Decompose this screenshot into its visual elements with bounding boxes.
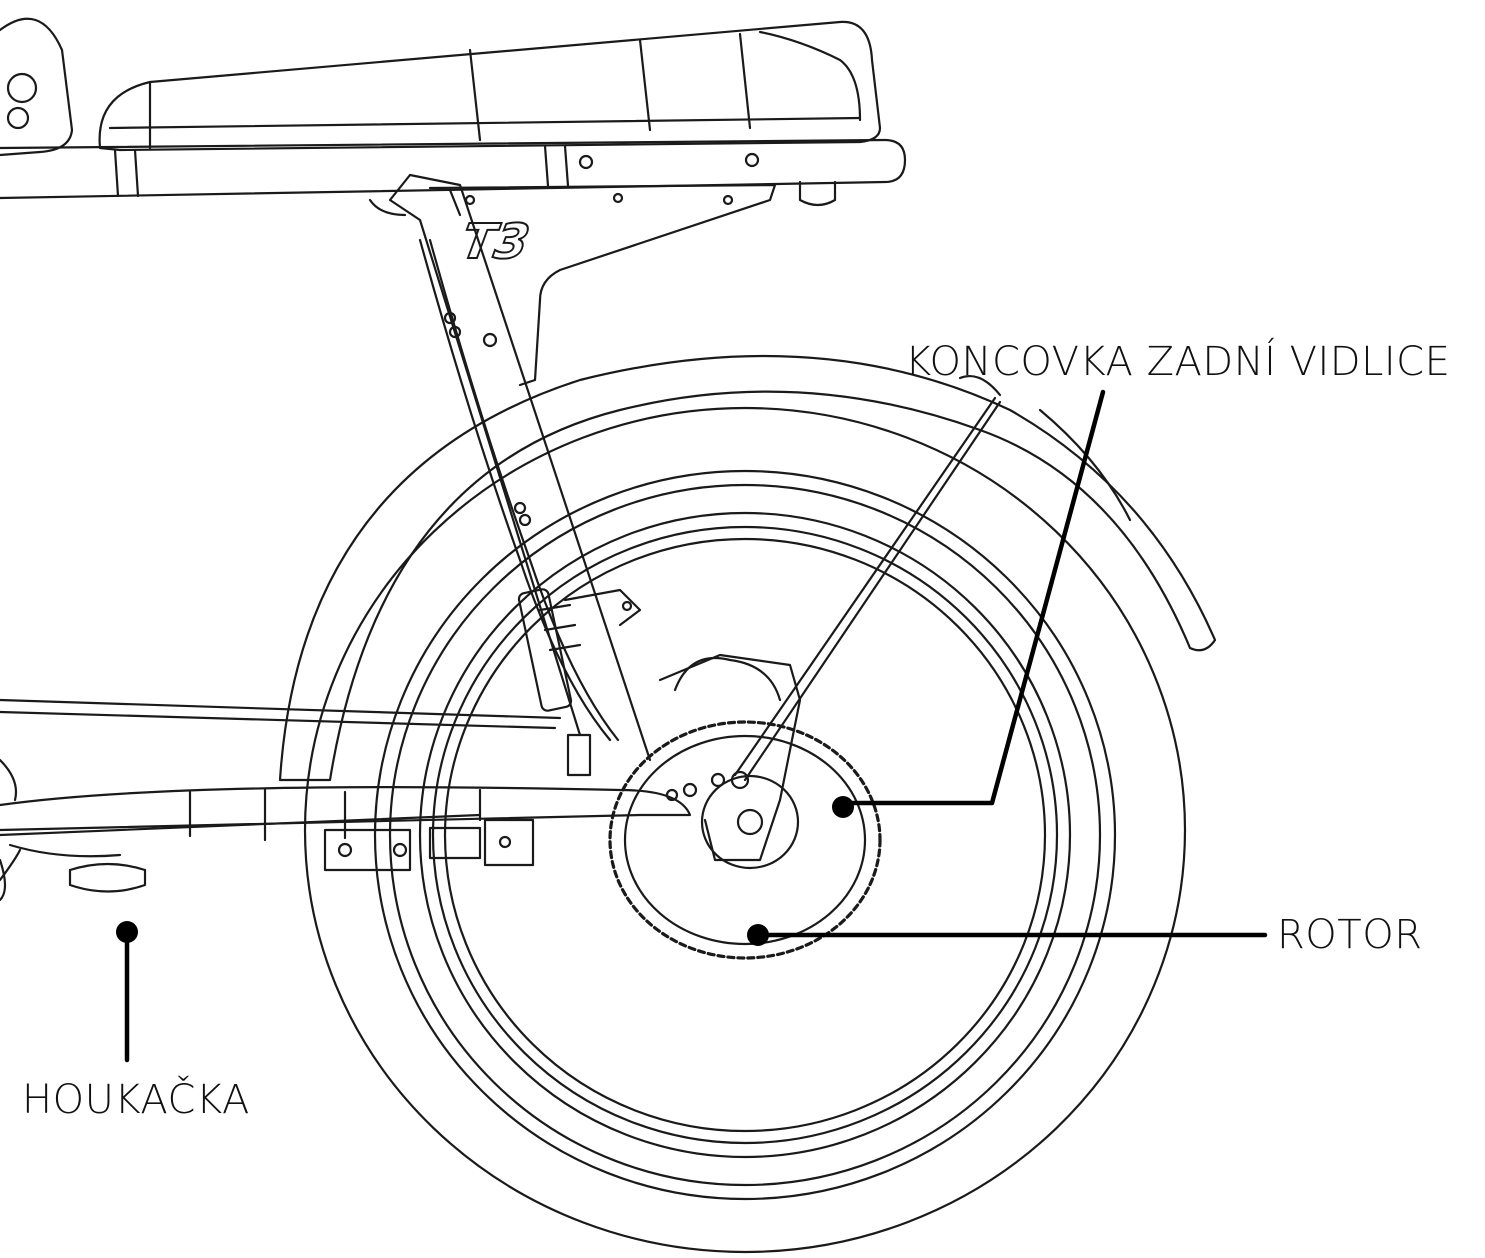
leader-line-rear-fork-end xyxy=(842,389,1106,806)
horn-unit xyxy=(0,843,147,902)
frame-badge: T3 xyxy=(457,214,533,270)
marker-dot-rear-fork-end xyxy=(832,796,854,818)
lower-brackets xyxy=(323,733,592,872)
marker-dot-rotor xyxy=(747,924,769,946)
front-body xyxy=(0,17,74,157)
label-horn: HOUKAČKA xyxy=(22,1077,250,1123)
label-rotor: ROTOR xyxy=(1277,912,1423,958)
left-wheel-edge xyxy=(0,758,22,882)
seat-bracket xyxy=(428,152,777,387)
upper-frame-tube xyxy=(0,138,907,207)
label-rear-fork-end: KONCOVKA ZADNÍ VIDLICE xyxy=(905,339,1451,385)
swing-arm xyxy=(0,698,692,842)
marker-dot-horn xyxy=(116,921,138,943)
fender-stay xyxy=(733,396,1002,782)
brake-rotor xyxy=(608,720,882,960)
caliper-assembly xyxy=(658,653,802,862)
rear-fender xyxy=(278,354,1217,782)
rear-wheel xyxy=(303,406,1187,1254)
seat xyxy=(98,20,882,152)
